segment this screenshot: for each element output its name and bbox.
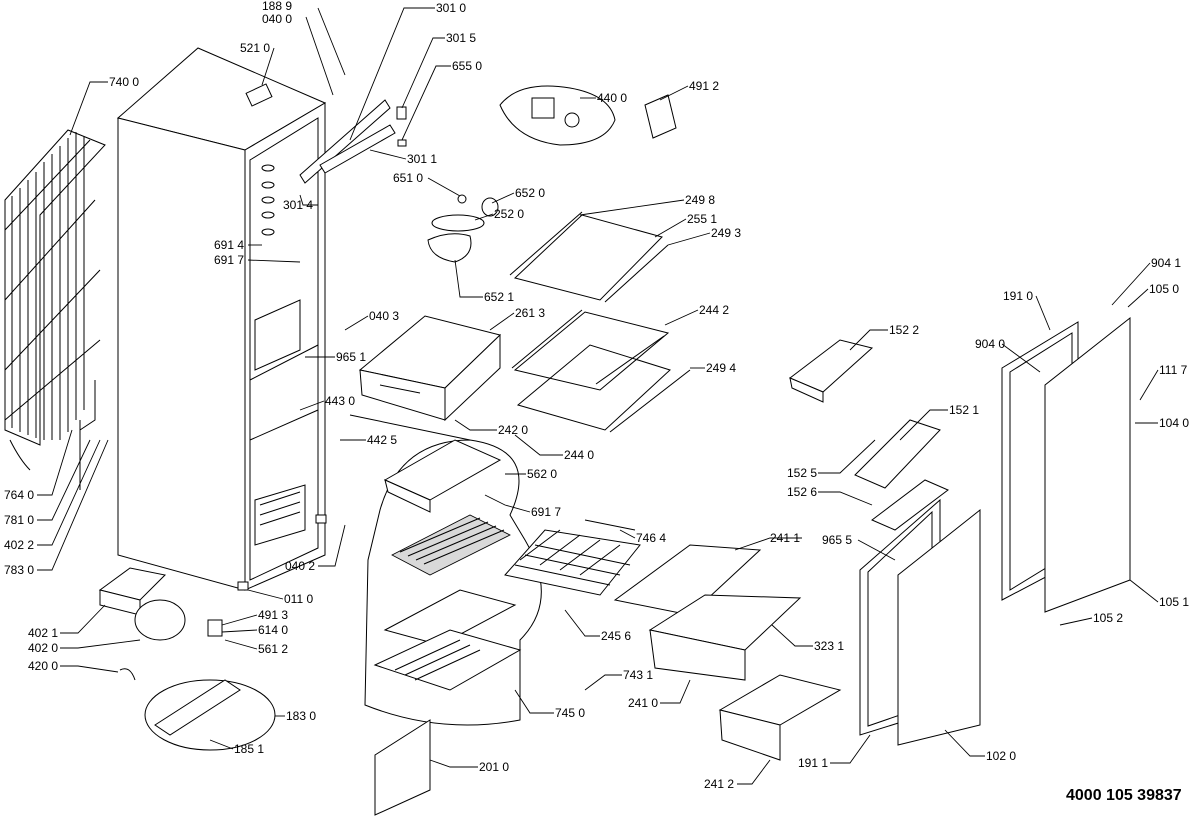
callout-label: 241 1 [770,531,800,545]
callout-label: 191 0 [1003,289,1033,303]
callout-label: 245 6 [601,629,631,643]
callout-label: 743 1 [623,668,653,682]
switch-icon [396,106,407,120]
top-bracket-icon [299,99,391,184]
callout-label: 105 0 [1149,282,1179,296]
callout-label: 111 7 [1159,363,1188,377]
callout-label: 652 0 [515,186,545,200]
callout-label: 655 0 [452,59,482,73]
callout-label: 185 1 [234,742,264,756]
callout-label: 152 6 [787,485,817,499]
callout-label: 244 2 [699,303,729,317]
thermostat-icon [499,85,616,146]
callout-label: 301 4 [283,198,313,212]
callout-label: 249 8 [685,193,715,207]
callout-label: 651 0 [393,171,423,185]
condenser-coil-icon [4,129,106,471]
callout-label: 740 0 [109,75,139,89]
callout-label: 443 0 [325,394,355,408]
callout-label: 442 5 [367,433,397,447]
callout-label: 188 9 [262,0,292,13]
callout-label: 255 1 [687,212,717,226]
door-icon [859,316,1131,746]
callout-label: 183 0 [286,709,316,723]
callout-label: 040 2 [285,559,315,573]
callout-label: 105 1 [1159,595,1189,609]
callout-label: 521 0 [240,41,270,55]
callout-label: 764 0 [4,488,34,502]
callout-label: 420 0 [28,659,58,673]
back-plate-icon [374,719,431,816]
callout-label: 191 1 [798,756,828,770]
callout-label: 561 2 [258,642,288,656]
callout-label: 040 3 [369,309,399,323]
callout-label: 691 7 [531,505,561,519]
leader-lines [37,7,1159,785]
callout-label: 491 3 [258,608,288,622]
callout-label: 402 2 [4,538,34,552]
callout-label: 783 0 [4,563,34,577]
door-bin-icon [789,339,949,531]
callout-label: 152 1 [949,403,979,417]
callout-label: 562 0 [527,467,557,481]
callout-label: 301 5 [446,31,476,45]
lamp-holder-icon [427,194,499,263]
callout-label: 904 1 [1151,256,1181,270]
drawer-icon [613,544,842,761]
callout-label: 244 0 [564,448,594,462]
callout-label: 241 0 [628,696,658,710]
callout-label: 241 2 [704,777,734,791]
callout-label: 301 0 [436,1,466,15]
freezer-cover-icon [373,589,522,691]
callout-label: 242 0 [498,423,528,437]
callout-label: 746 4 [636,531,666,545]
callout-label: 249 4 [706,361,736,375]
lamp-icon [397,139,407,147]
callout-label: 781 0 [4,513,34,527]
evaporator-icon [391,514,511,576]
callout-label: 301 1 [407,152,437,166]
callout-label: 104 0 [1159,416,1189,430]
compressor-icon [98,567,223,681]
callout-label: 105 2 [1093,611,1123,625]
drawer-icon [349,315,501,441]
document-code: 4000 105 39837 [1066,787,1182,804]
freezer-tray-icon [383,439,502,513]
callout-label: 152 2 [889,323,919,337]
callout-label: 691 4 [214,238,244,252]
callout-label: 652 1 [484,290,514,304]
callout-label: 614 0 [258,623,288,637]
shelf-icon [509,211,691,433]
callout-label: 102 0 [986,749,1016,763]
callout-label: 249 3 [711,226,741,240]
callout-label: 691 7 [214,253,244,267]
callout-label: 402 1 [28,626,58,640]
callout-label: 904 0 [975,337,1005,351]
callout-label: 745 0 [555,706,585,720]
callout-label: 152 5 [787,466,817,480]
cabinet-vents [261,164,275,236]
callout-label: 323 1 [814,639,844,653]
callout-label: 201 0 [479,760,509,774]
callout-label: 491 2 [689,79,719,93]
callout-label: 261 3 [515,306,545,320]
callout-label: 252 0 [494,207,524,221]
knob-icon [644,94,677,139]
callout-labels: 188 9 040 0 301 0 521 0 301 5 655 0 740 … [4,0,1189,791]
hinge-plate-icon [319,124,396,174]
wire-shelf-icon [504,519,641,596]
callout-label: 011 0 [284,592,313,606]
callout-label: 965 5 [822,533,852,547]
drain-tube-icon [79,380,96,490]
refrigerator-cabinet-icon [116,47,327,591]
callout-label: 440 0 [597,91,627,105]
callout-label: 965 1 [336,350,366,364]
callout-label: 040 0 [262,12,292,26]
base-plate-icon [144,679,276,751]
freezer-callout-bubble [364,439,542,726]
callout-label: 402 0 [28,641,58,655]
